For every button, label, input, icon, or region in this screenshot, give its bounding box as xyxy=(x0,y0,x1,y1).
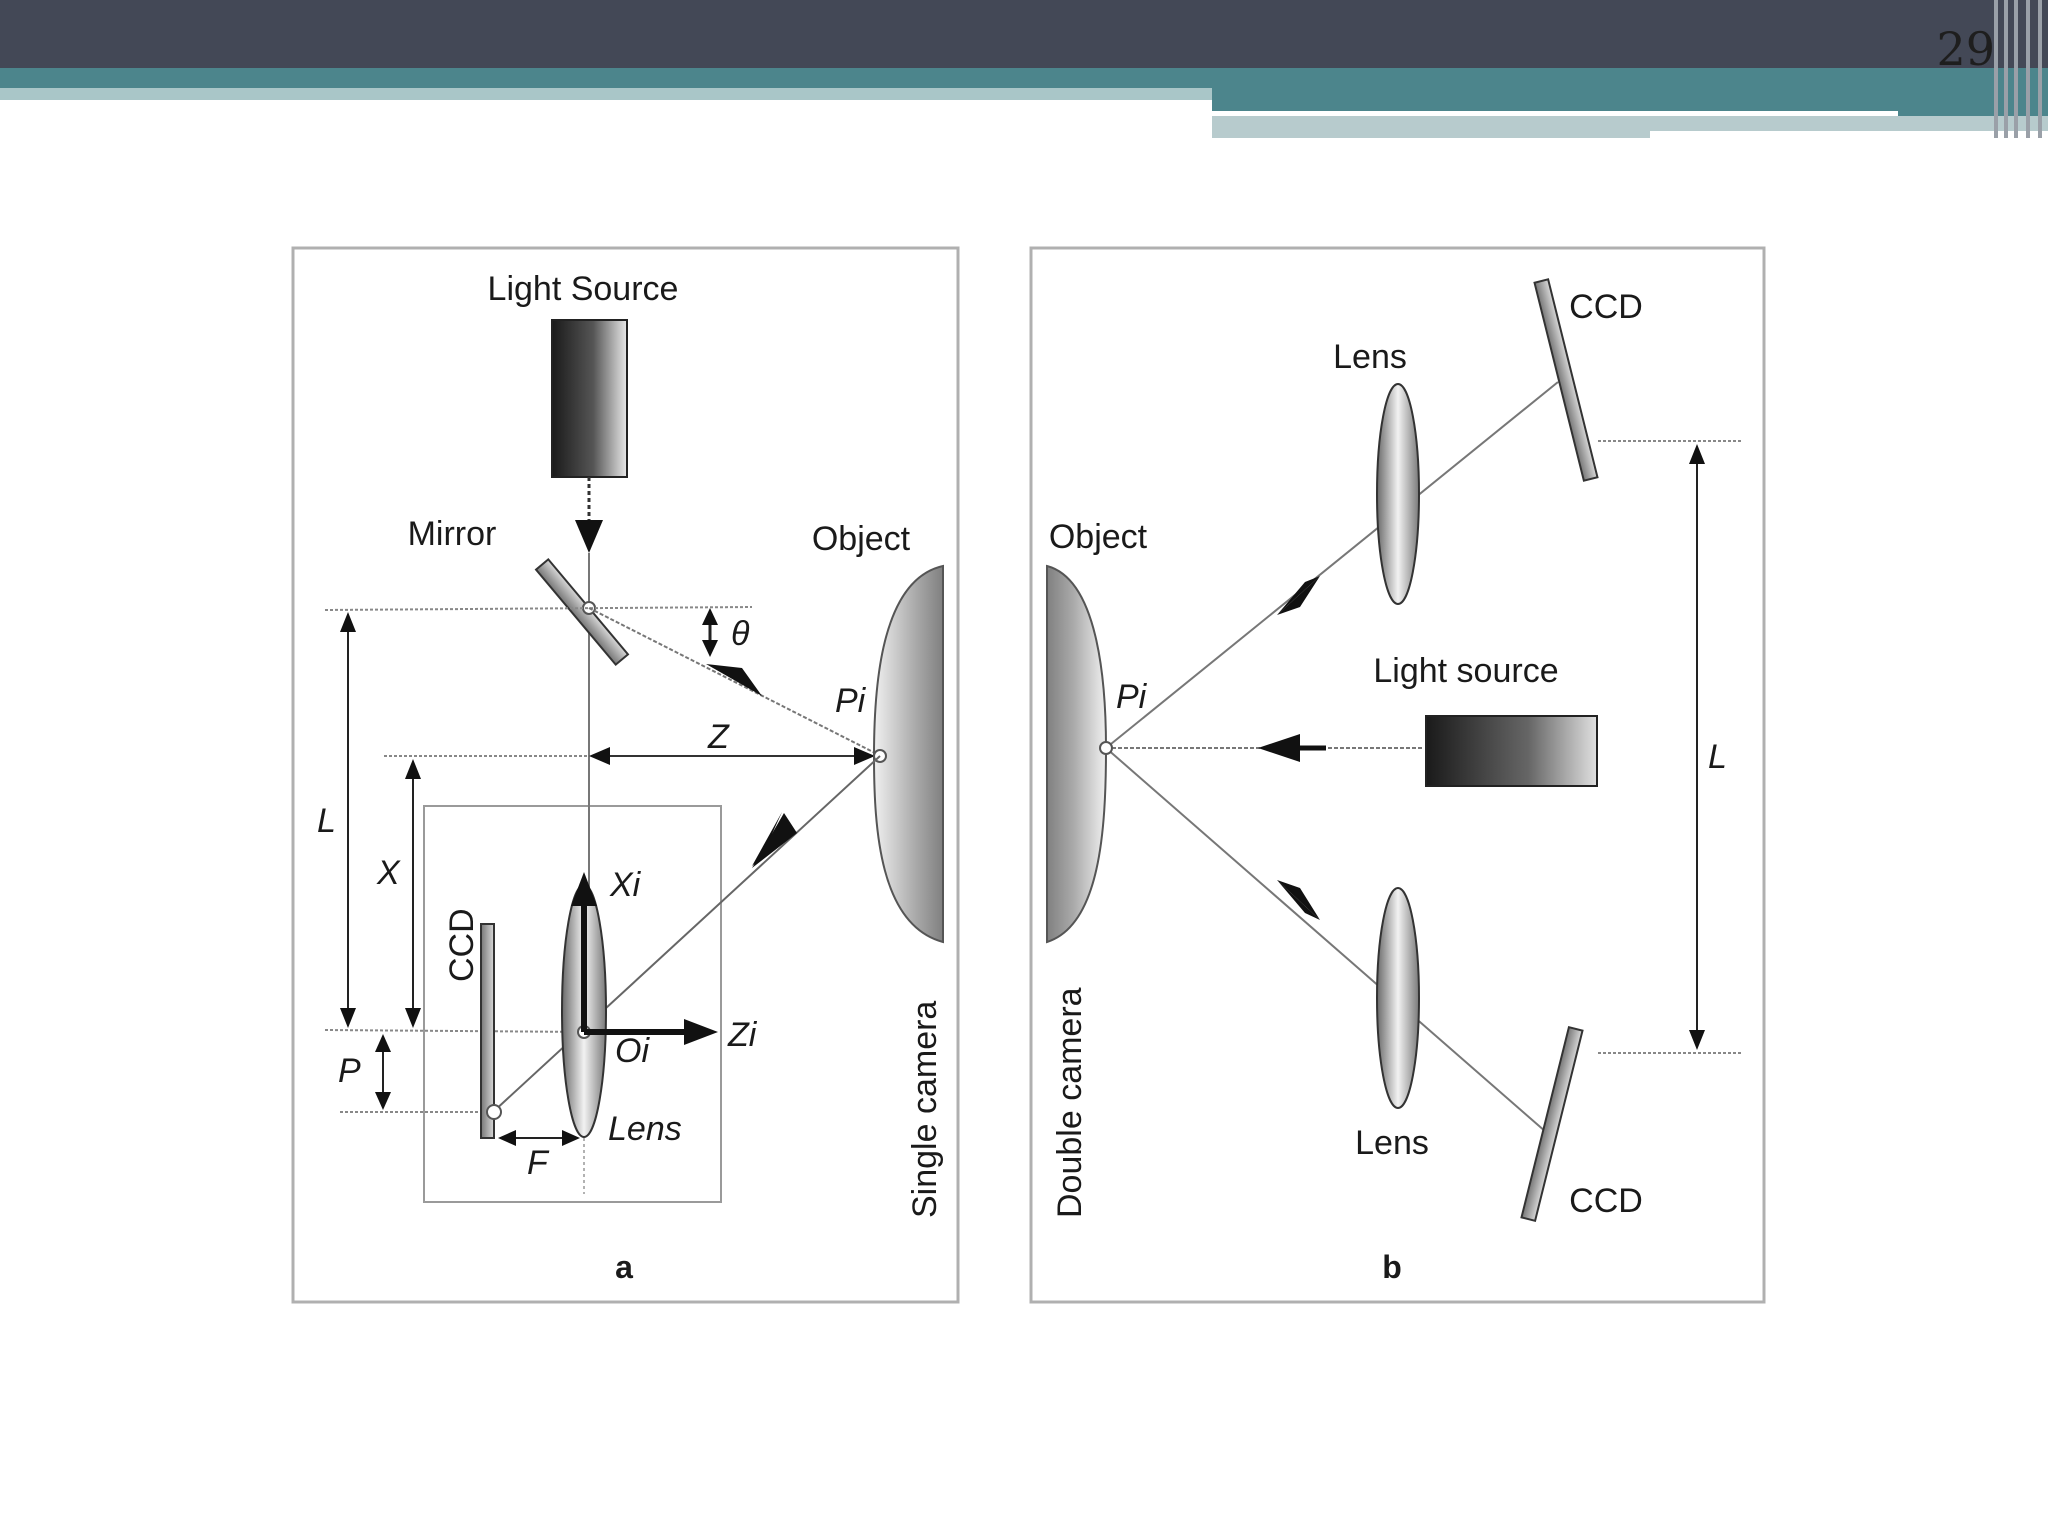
mirror-label: Mirror xyxy=(408,515,497,553)
camera-frame xyxy=(423,805,722,1203)
ccd-bottom-label: CCD xyxy=(1569,1182,1643,1220)
slide-header-light-band xyxy=(0,88,1212,100)
theta-arrow-icon xyxy=(702,608,718,625)
xi-label: Xi xyxy=(609,866,642,904)
ccd-label: CCD xyxy=(443,908,481,982)
light-source-label: Light Source xyxy=(488,270,679,308)
header-stripe xyxy=(1994,0,1998,138)
light-source-block xyxy=(551,319,628,478)
f-label: F xyxy=(527,1144,550,1182)
l-b-label: L xyxy=(1708,738,1727,776)
ccd-top-label: CCD xyxy=(1569,288,1643,326)
ccd-plate-top xyxy=(1533,278,1599,482)
light-source-block-b xyxy=(1425,715,1598,787)
pi-b-label: Pi xyxy=(1116,678,1148,716)
oi-label: Oi xyxy=(615,1032,650,1070)
zi-label: Zi xyxy=(727,1016,758,1054)
zi-axis-arrow-icon xyxy=(684,1019,718,1045)
light-arrow-icon xyxy=(575,520,603,553)
x-label: X xyxy=(376,854,401,892)
header-stripe xyxy=(2004,0,2008,138)
ray-arrow-icon xyxy=(706,664,762,696)
light-arrow-icon xyxy=(1258,734,1300,762)
lens-bottom-label: Lens xyxy=(1355,1124,1429,1162)
slide-header-divider-2 xyxy=(1650,131,2048,138)
z-label: Z xyxy=(707,718,730,756)
panel-a-letter: a xyxy=(615,1249,633,1285)
lens-label: Lens xyxy=(608,1110,682,1148)
panel-b: CCD Lens Object Pi Light source L Lens C… xyxy=(1029,246,1766,1304)
lens-bottom xyxy=(1376,887,1420,1109)
object-b-label: Object xyxy=(1049,518,1148,556)
header-stripe xyxy=(2014,0,2018,138)
panel-b-caption: Double camera xyxy=(1051,987,1089,1218)
panel-a-caption: Single camera xyxy=(906,1001,944,1218)
header-stripe xyxy=(2038,0,2042,138)
header-stripe xyxy=(2026,0,2030,138)
panel-a: Light Source Mirror Object θ Pi Z L X Xi… xyxy=(291,246,960,1304)
lens-top xyxy=(1376,383,1420,605)
theta-label: θ xyxy=(731,615,750,653)
page-number: 29 xyxy=(1936,22,1995,76)
light-source-b-label: Light source xyxy=(1373,652,1558,690)
object-label: Object xyxy=(812,520,911,558)
ccd-plate xyxy=(480,923,495,1139)
ccd-plate-bottom xyxy=(1520,1026,1584,1222)
slide-header-divider xyxy=(1212,111,1898,116)
slide-header-bar xyxy=(0,0,2048,68)
p-label: P xyxy=(338,1052,361,1090)
panel-b-letter: b xyxy=(1382,1249,1402,1285)
slide-header-band xyxy=(0,68,2048,88)
lens-top-label: Lens xyxy=(1333,338,1407,376)
xi-axis-arrow-icon xyxy=(571,872,597,906)
pi-label: Pi xyxy=(835,682,867,720)
l-label: L xyxy=(317,802,336,840)
